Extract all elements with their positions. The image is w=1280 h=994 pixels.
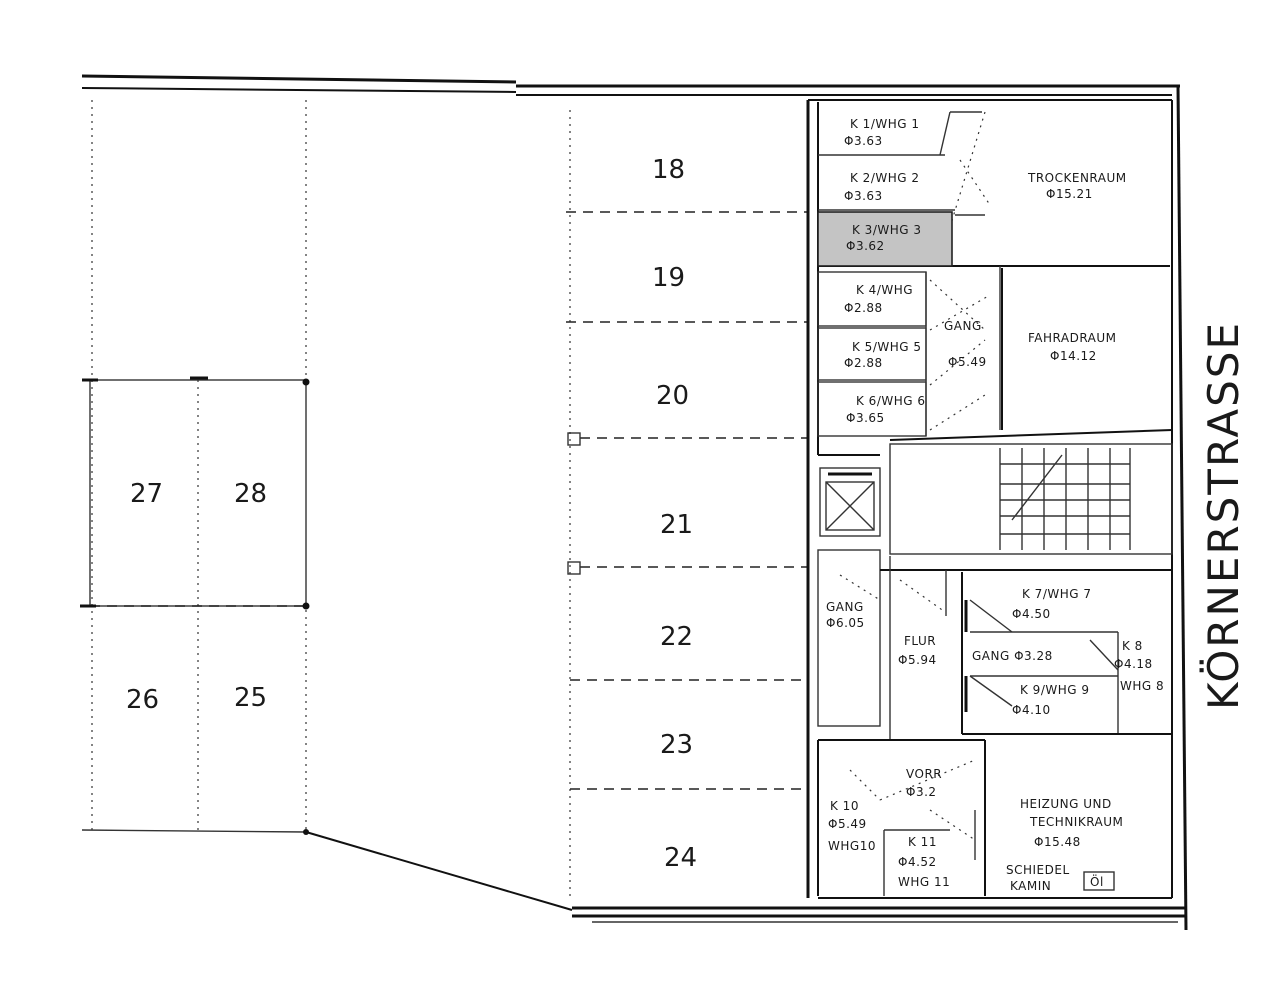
parking-box-27-28 — [80, 376, 310, 835]
room-k1-area: Φ3.63 — [844, 134, 883, 148]
room-k8-whg: WHG 8 — [1120, 679, 1164, 693]
room-k9-name: K 9/WHG 9 — [1020, 683, 1090, 697]
parking-23: 23 — [660, 730, 693, 760]
room-heizung-area: Φ15.48 — [1034, 835, 1081, 849]
room-k10-whg: WHG10 — [828, 839, 876, 853]
outer-walls — [81, 74, 1188, 931]
building-walls — [806, 99, 1173, 899]
room-k3-area: Φ3.62 — [846, 239, 885, 253]
room-labels: K 1/WHG 1 Φ3.63 K 2/WHG 2 Φ3.63 K 3/WHG … — [826, 117, 1164, 893]
room-k2-area: Φ3.63 — [844, 189, 883, 203]
room-k10-name: K 10 — [830, 799, 859, 813]
room-k4-area: Φ2.88 — [844, 301, 883, 315]
highlighted-storage-k3[interactable] — [817, 211, 953, 267]
room-k8-name: K 8 — [1122, 639, 1143, 653]
parking-18: 18 — [652, 155, 685, 185]
room-vorr-area: Φ3.2 — [906, 785, 937, 799]
room-k6-area: Φ3.65 — [846, 411, 885, 425]
room-k4-name: K 4/WHG — [856, 283, 913, 297]
room-k5-area: Φ2.88 — [844, 356, 883, 370]
room-k6-name: K 6/WHG 6 — [856, 394, 926, 408]
parking-20: 20 — [656, 381, 689, 411]
parking-28: 28 — [234, 479, 267, 509]
room-gang-top-name: GANG — [944, 319, 982, 333]
room-k1-name: K 1/WHG 1 — [850, 117, 920, 131]
room-fahrradraum-area: Φ14.12 — [1050, 349, 1097, 363]
room-k11-name: K 11 — [908, 835, 937, 849]
parking-27: 27 — [130, 479, 163, 509]
parking-labels: 18 19 20 21 22 23 24 27 28 26 25 — [126, 155, 697, 873]
parking-25: 25 — [234, 683, 267, 713]
room-k5-name: K 5/WHG 5 — [852, 340, 922, 354]
yard-lines — [91, 100, 571, 900]
stair-steps — [1000, 448, 1130, 550]
room-k11-area: Φ4.52 — [898, 855, 937, 869]
room-gang-left-area: Φ6.05 — [826, 616, 865, 630]
schiedel-line2: KAMIN — [1010, 879, 1051, 893]
oil-symbol: Öl — [1090, 873, 1104, 889]
parking-22: 22 — [660, 622, 693, 652]
room-trockenraum-area: Φ15.21 — [1046, 187, 1093, 201]
room-k2-name: K 2/WHG 2 — [850, 171, 920, 185]
schiedel-line1: SCHIEDEL — [1006, 863, 1070, 877]
parking-21: 21 — [660, 510, 693, 540]
street-name: KÖRNERSTRASSE — [1198, 321, 1248, 710]
room-heizung-line1: HEIZUNG UND — [1020, 797, 1112, 811]
room-k7-area: Φ4.50 — [1012, 607, 1051, 621]
room-fahrradraum-name: FAHRADRAUM — [1028, 331, 1117, 345]
room-gang-top-area: Φ5.49 — [948, 355, 987, 369]
parking-26: 26 — [126, 685, 159, 715]
parking-dividers — [566, 211, 808, 790]
room-gang-mid-name: GANG Φ3.28 — [972, 649, 1053, 663]
room-k3-name: K 3/WHG 3 — [852, 223, 922, 237]
parking-24: 24 — [664, 843, 697, 873]
parking-19: 19 — [652, 263, 685, 293]
room-k11-whg: WHG 11 — [898, 875, 950, 889]
room-flur-name: FLUR — [904, 634, 936, 648]
room-gang-left-name: GANG — [826, 600, 864, 614]
room-k9-area: Φ4.10 — [1012, 703, 1051, 717]
room-k7-name: K 7/WHG 7 — [1022, 587, 1092, 601]
room-k10-area: Φ5.49 — [828, 817, 867, 831]
room-vorr-name: VORR — [906, 767, 942, 781]
room-trockenraum-name: TROCKENRAUM — [1027, 171, 1127, 185]
room-k8-area: Φ4.18 — [1114, 657, 1153, 671]
room-flur-area: Φ5.94 — [898, 653, 937, 667]
room-heizung-line2: TECHNIKRAUM — [1029, 815, 1123, 829]
